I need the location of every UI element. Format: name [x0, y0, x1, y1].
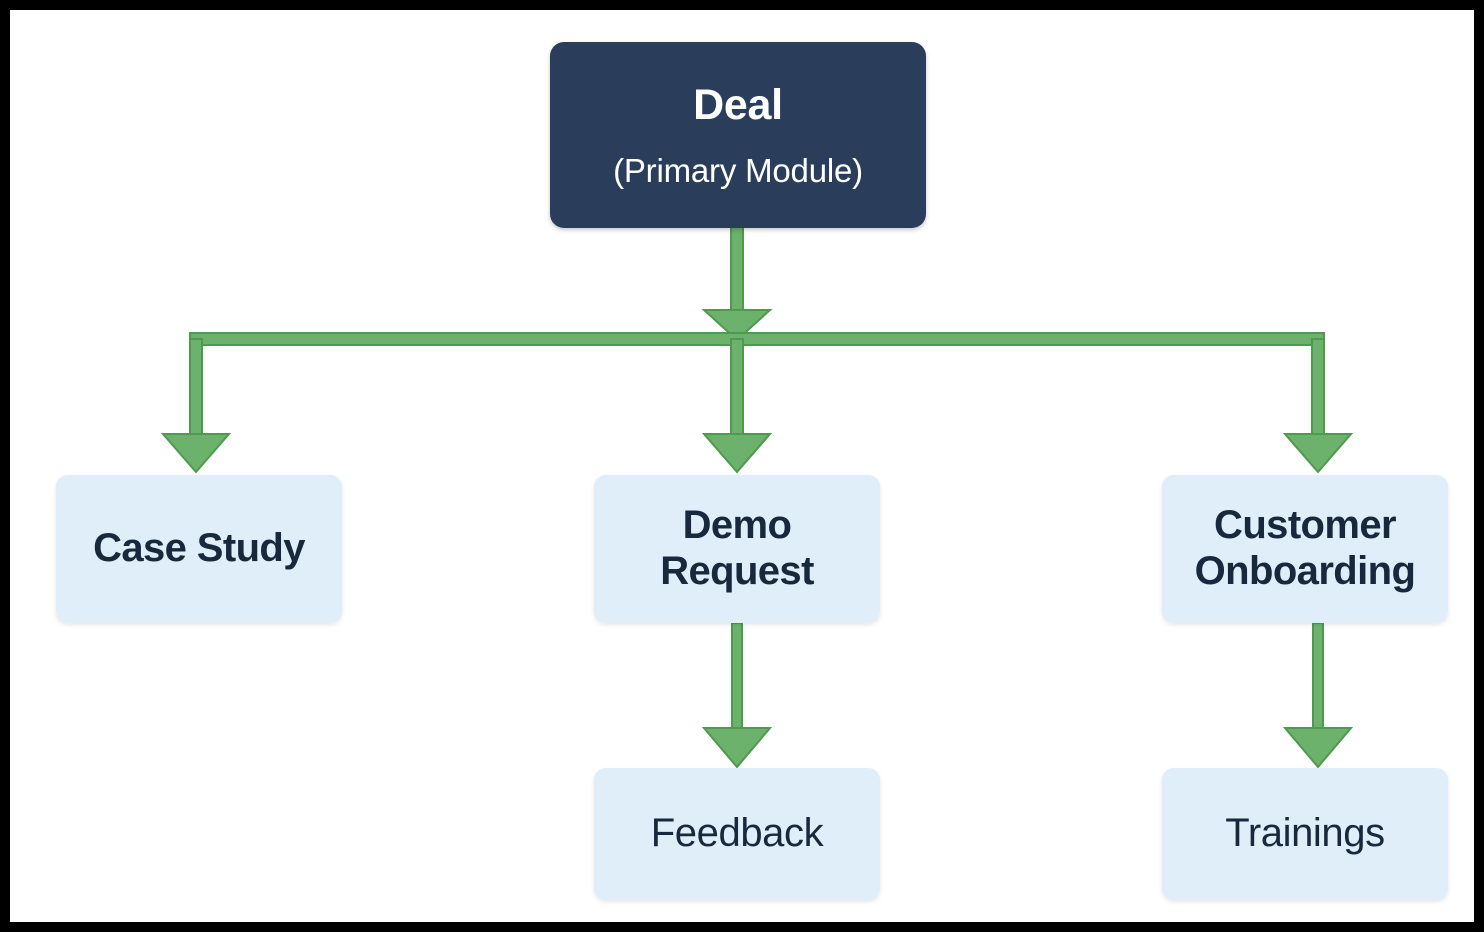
edge-demo-request-to-feedback: [701, 622, 773, 769]
diagram-canvas: Deal (Primary Module) Case Study Demo Re…: [10, 10, 1474, 922]
node-customer-onboarding-label: Customer Onboarding: [1194, 503, 1416, 593]
edge-bus-to-customer-onboarding: [1282, 338, 1354, 474]
node-deal-text: Deal (Primary Module): [613, 62, 863, 207]
node-deal-subtitle: (Primary Module): [613, 151, 863, 189]
node-feedback[interactable]: Feedback: [594, 768, 880, 900]
node-demo-request[interactable]: Demo Request: [594, 475, 880, 623]
node-trainings-label: Trainings: [1225, 811, 1385, 856]
edge-customer-onboarding-to-trainings: [1282, 622, 1354, 769]
node-case-study-label: Case Study: [93, 526, 305, 571]
edge-bus-to-demo-request: [701, 338, 773, 474]
node-feedback-label: Feedback: [650, 811, 824, 856]
edge-horizontal-bus: [189, 332, 1325, 346]
node-case-study[interactable]: Case Study: [56, 475, 342, 623]
node-trainings[interactable]: Trainings: [1162, 768, 1448, 900]
node-deal[interactable]: Deal (Primary Module): [550, 42, 926, 228]
edge-bus-to-case-study: [160, 338, 232, 474]
node-deal-title: Deal: [693, 80, 783, 129]
edge-deal-to-bus: [701, 225, 773, 342]
node-customer-onboarding[interactable]: Customer Onboarding: [1162, 475, 1448, 623]
node-demo-request-label: Demo Request: [660, 503, 814, 593]
